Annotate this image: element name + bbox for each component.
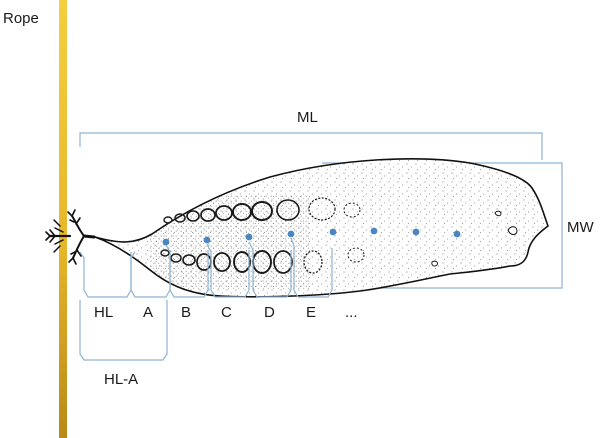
segment-label-b: B: [181, 304, 191, 321]
segment-label-e: E: [306, 304, 316, 321]
segment-label-d: D: [264, 304, 275, 321]
blade: [90, 150, 550, 300]
rope-label: Rope: [3, 10, 39, 27]
ml-label: ML: [297, 109, 318, 126]
mw-label: MW: [567, 219, 594, 236]
segment-label-c: C: [221, 304, 232, 321]
rope: [59, 0, 67, 438]
ml-bracket: [80, 133, 542, 160]
segment-label-hl: HL: [94, 304, 113, 321]
holdfast-icon: [46, 210, 94, 264]
segment-label-more: ...: [345, 304, 358, 321]
segment-label-a: A: [143, 304, 153, 321]
hl-a-label: HL-A: [104, 371, 138, 388]
